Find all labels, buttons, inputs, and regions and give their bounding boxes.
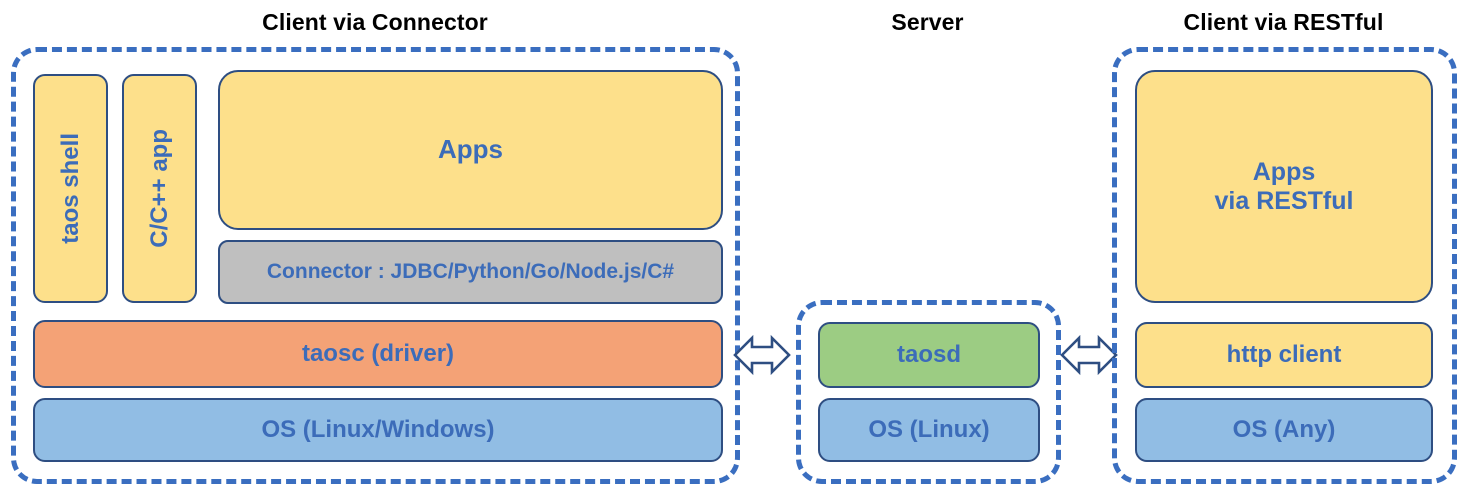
group-frame-server <box>796 300 1061 484</box>
box-apps-via-restful-label-line1: Apps <box>1252 157 1316 186</box>
box-os-any[interactable]: OS (Any) <box>1135 398 1433 462</box>
box-taosc-driver-label: taosc (driver) <box>301 340 455 368</box>
box-taosd-label: taosd <box>896 341 961 369</box>
box-taosd[interactable]: taosd <box>818 322 1040 388</box>
box-c-cpp-app-label: C/C++ app <box>145 129 173 248</box>
group-title-server: Server <box>891 9 964 35</box>
box-connector-list[interactable]: Connector : JDBC/Python/Go/Node.js/C# <box>218 240 723 304</box>
box-os-linux-windows-label: OS (Linux/Windows) <box>261 416 495 444</box>
box-apps-connector[interactable]: Apps <box>218 70 723 230</box>
group-title-client-connector: Client via Connector <box>262 9 488 35</box>
group-frame-client-connector <box>11 47 740 484</box>
box-c-cpp-app[interactable]: C/C++ app <box>122 74 197 303</box>
box-os-linux-windows[interactable]: OS (Linux/Windows) <box>33 398 723 462</box>
box-apps-via-restful-label-line2: via RESTful <box>1214 186 1354 215</box>
box-taosc-driver[interactable]: taosc (driver) <box>33 320 723 388</box>
group-title-client-restful: Client via RESTful <box>1183 9 1384 35</box>
arrow-server-to-client-restful <box>1060 332 1118 378</box>
box-os-linux[interactable]: OS (Linux) <box>818 398 1040 462</box>
box-http-client[interactable]: http client <box>1135 322 1433 388</box>
box-os-linux-label: OS (Linux) <box>868 416 990 444</box>
box-apps-connector-label: Apps <box>438 134 503 165</box>
box-connector-list-label: Connector : JDBC/Python/Go/Node.js/C# <box>266 259 675 283</box>
box-http-client-label: http client <box>1226 341 1342 369</box>
arrow-client-connector-to-server <box>733 332 791 378</box>
box-apps-via-restful[interactable]: Apps via RESTful <box>1135 70 1433 303</box>
box-taos-shell[interactable]: taos shell <box>33 74 108 303</box>
group-frame-client-restful <box>1112 47 1457 484</box>
box-taos-shell-label: taos shell <box>56 133 84 244</box>
box-os-any-label: OS (Any) <box>1232 416 1336 444</box>
